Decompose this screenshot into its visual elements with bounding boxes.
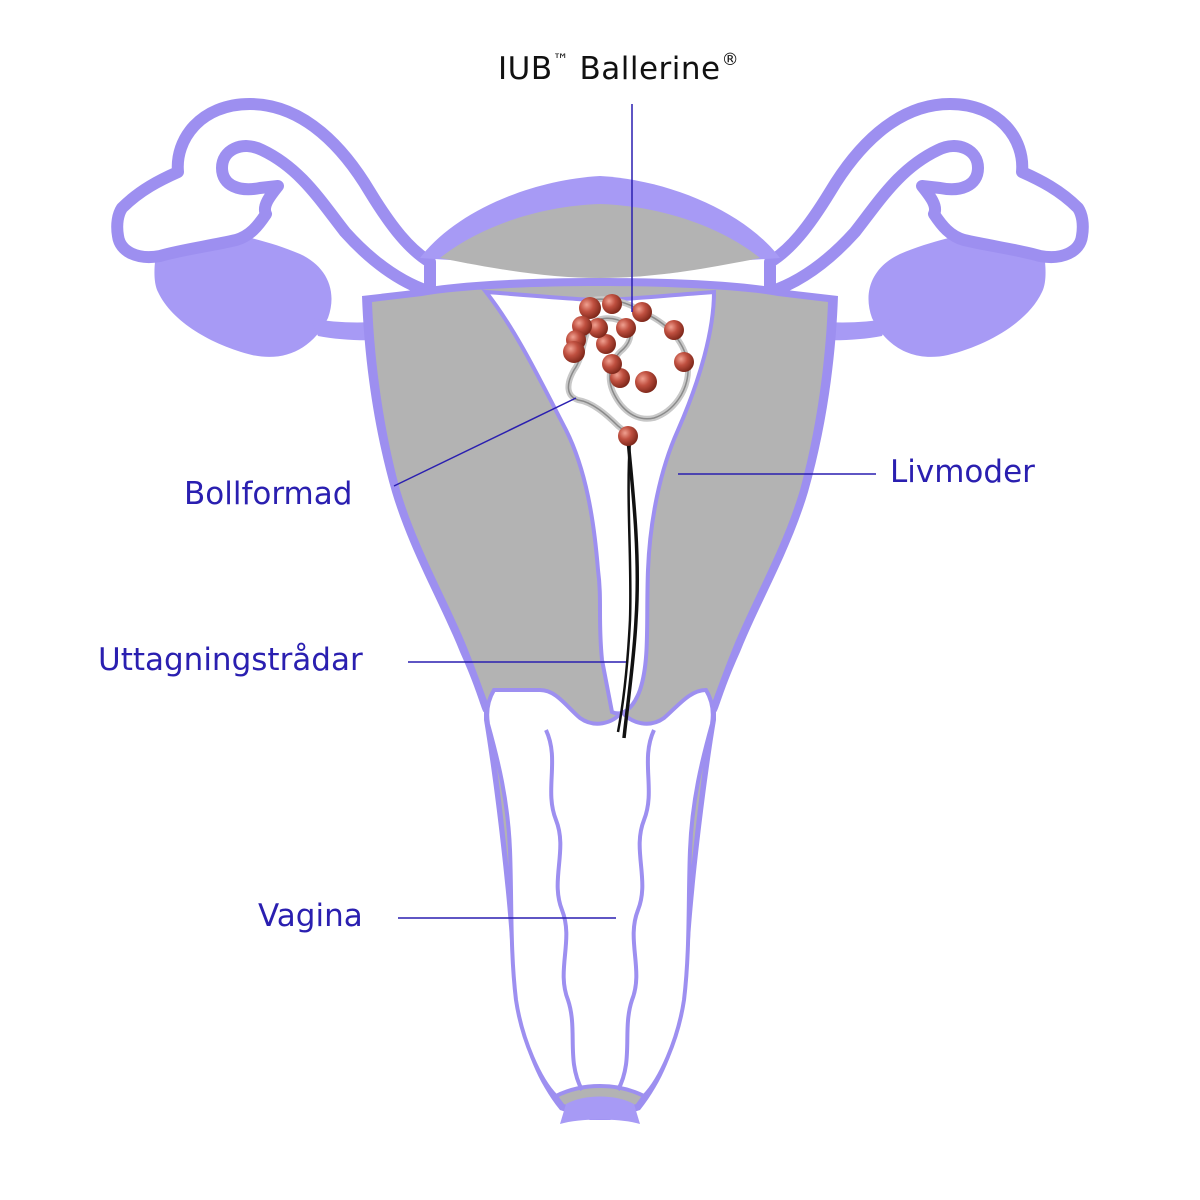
title-product: Ballerine [579, 51, 721, 87]
bead [602, 354, 622, 374]
iub-frame-shadow [567, 298, 689, 435]
bead [664, 320, 684, 340]
label-ball-shape: Bollformad [184, 476, 353, 512]
title-registered: ® [721, 50, 740, 70]
left-fallopian-tube [111, 98, 436, 298]
bead [579, 297, 601, 319]
bead [563, 341, 585, 363]
uterus-body [372, 286, 828, 1112]
left-ovary [154, 223, 332, 357]
bead [618, 426, 638, 446]
right-ovary [868, 223, 1046, 357]
bead [674, 352, 694, 372]
bead [632, 302, 652, 322]
vagina-canal [485, 687, 715, 1099]
vaginal-wall-left [544, 729, 584, 1091]
label-vagina: Vagina [258, 898, 363, 934]
bead [635, 371, 657, 393]
title-brand: IUB [498, 51, 553, 87]
label-uterus: Livmoder [890, 454, 1035, 490]
label-removal-threads: Uttagningstrådar [98, 642, 363, 678]
uterine-cavity [481, 289, 717, 716]
bead [588, 318, 608, 338]
product-title: IUB™ Ballerine® [498, 50, 739, 87]
bead [616, 318, 636, 338]
vaginal-opening [560, 1096, 640, 1124]
vaginal-wall-right [616, 729, 656, 1091]
title-trademark: ™ [552, 50, 570, 69]
right-fallopian-tube [764, 98, 1089, 298]
uterus-fundus-inner [440, 204, 760, 278]
iub-beads [563, 294, 694, 446]
leader-line-ball-shape [393, 397, 577, 487]
bead [596, 334, 616, 354]
bead [602, 294, 622, 314]
removal-thread-1 [622, 439, 640, 739]
removal-thread-2 [616, 439, 632, 733]
